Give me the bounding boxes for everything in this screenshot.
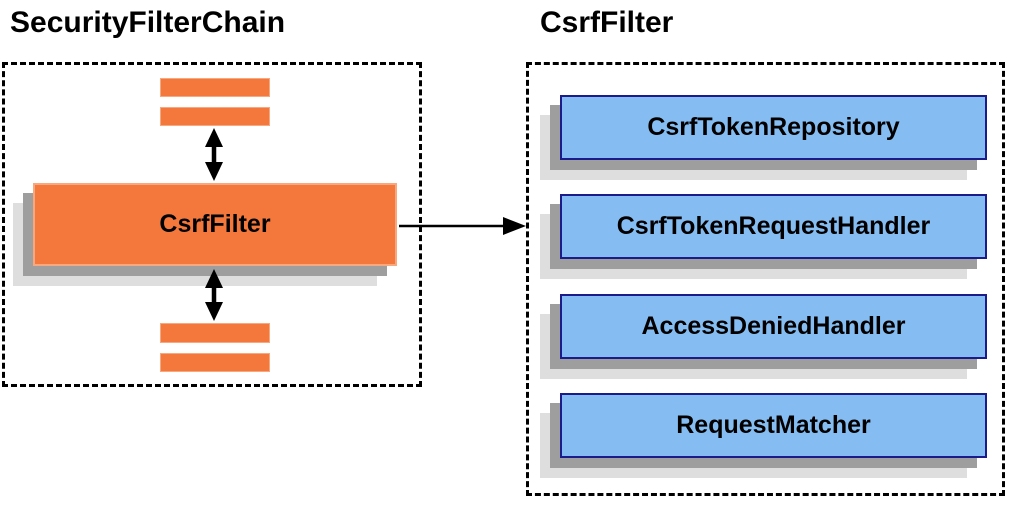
- component-label: CsrfTokenRequestHandler: [616, 212, 931, 240]
- component-csrf-token-repository: CsrfTokenRepository: [560, 95, 987, 160]
- component-access-denied-handler: AccessDeniedHandler: [560, 294, 987, 359]
- csrf-filter-components-box: [526, 62, 1005, 496]
- component-label: CsrfTokenRepository: [647, 113, 900, 141]
- component-request-matcher: RequestMatcher: [560, 393, 987, 458]
- filter-placeholder-bar: [160, 323, 270, 343]
- security-filter-chain-box: [2, 62, 422, 387]
- component-label: AccessDeniedHandler: [641, 312, 906, 340]
- component-csrf-token-request-handler: CsrfTokenRequestHandler: [560, 194, 987, 259]
- csrf-filter-node: CsrfFilter: [33, 183, 397, 266]
- filter-placeholder-bar: [160, 78, 270, 97]
- filter-placeholder-bar: [160, 353, 270, 372]
- security-filter-chain-title: SecurityFilterChain: [10, 6, 286, 39]
- csrf-filter-title: CsrfFilter: [540, 6, 674, 39]
- filter-placeholder-bar: [160, 107, 270, 126]
- component-label: RequestMatcher: [676, 411, 871, 439]
- csrf-filter-node-label: CsrfFilter: [159, 210, 271, 238]
